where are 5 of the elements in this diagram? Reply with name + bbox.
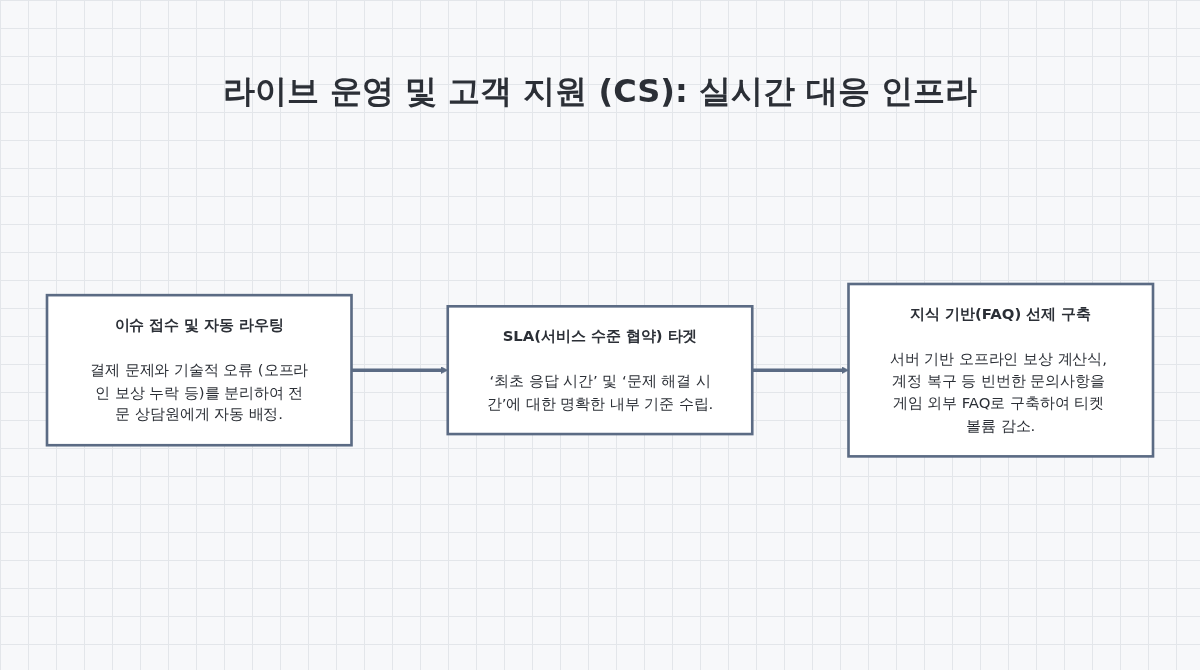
arrow: [752, 366, 849, 374]
diagram-title: 라이브 운영 및 고객 지원 (CS): 실시간 대응 인프라: [221, 71, 979, 112]
node-box: SLA(서비스 수준 협약) 타겟 ‘최초 응답 시간’ 및 ‘문제 해결 시간’에 대한 명확한 내부 기준 수립.: [446, 304, 754, 436]
node-box: 지식 기반(FAQ) 선제 구축 서버 기반 오프라인 보상 계산식, 계정 복구 등 빈번한 문의사항을 게임 외부 FAQ로 구축하여 티켓 볼륨 감소.: [847, 282, 1155, 458]
node-box: 이슈 접수 및 자동 라우팅 결제 문제와 기술적 오류 (오프라인 보상 누락 등)를 분리하여 전문 상담원에게 자동 배정.: [45, 293, 353, 447]
